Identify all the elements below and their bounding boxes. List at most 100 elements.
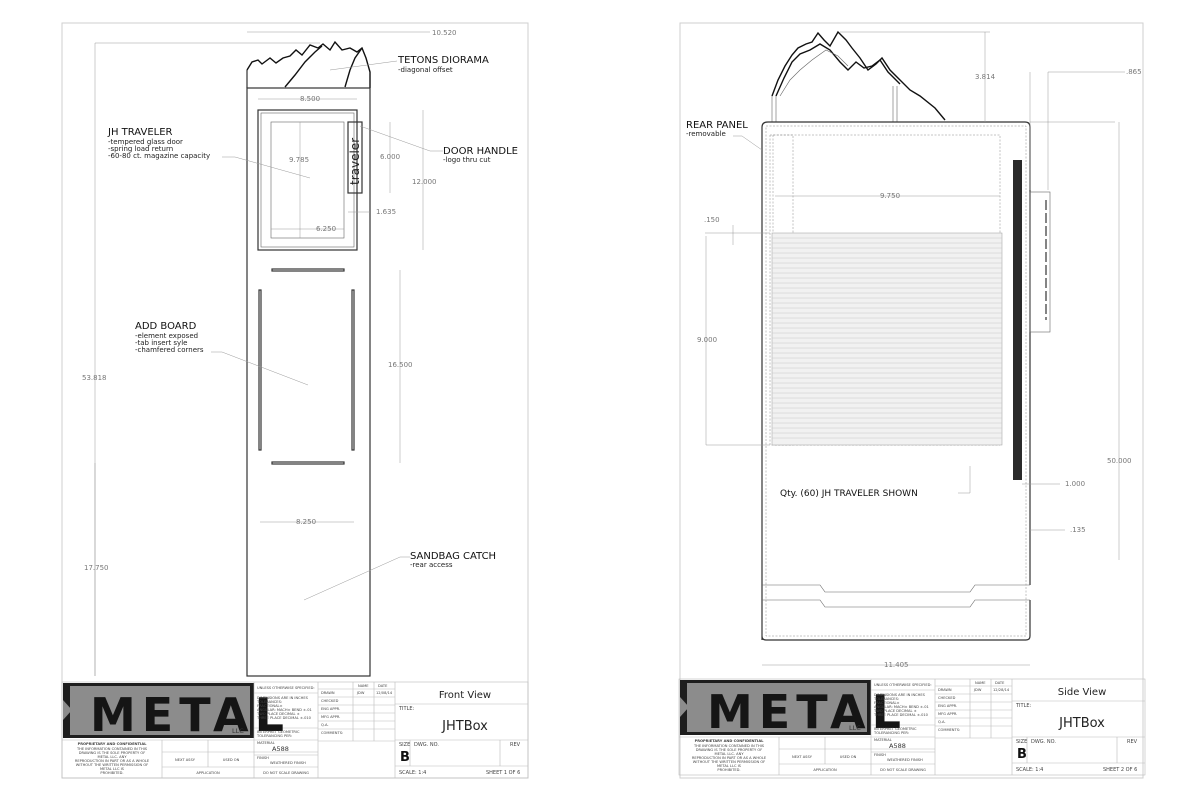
drawing-text: 10.520 (432, 29, 457, 37)
drawing-text: TETONS DIORAMA (397, 55, 489, 66)
drawing-text: DRAWING IS THE SOLE PROPERTY OF (696, 748, 763, 752)
drawing-text: TOLERANCES: (256, 700, 282, 704)
drawing-text: DRAWING IS THE SOLE PROPERTY OF (79, 751, 146, 755)
callout-tetons: TETONS DIORAMA -diagonal offset (329, 55, 489, 74)
drawing-text: REPRODUCTION IN PART OR AS A WHOLE (692, 756, 767, 760)
drawing-title: JHTBox (1058, 716, 1105, 731)
drawing-text: A588 (889, 742, 906, 750)
drawing-text: DWG. NO. (414, 742, 439, 748)
drawing-text: ENG APPR. (321, 707, 340, 711)
tetons-diorama-outline (246, 40, 371, 88)
drawing-text: DO NOT SCALE DRAWING (880, 768, 926, 772)
drawing-text: ENG APPR. (938, 704, 957, 708)
drawing-text: TWO PLACE DECIMAL ± (256, 712, 300, 716)
drawing-text: METAL LLC. ANY (97, 755, 127, 759)
metal-logo: METAL (90, 688, 290, 742)
drawing-text: -logo thru cut (443, 156, 491, 164)
drawing-text: APPLICATION (813, 768, 837, 772)
drawing-text: -tab insert syle (135, 339, 187, 347)
drawing-text: 53.818 (82, 374, 107, 382)
drawing-text: FRACTIONAL± (257, 704, 283, 708)
drawing-text: MATERIAL (874, 738, 892, 742)
drawing-text: FINISH (257, 756, 269, 760)
drawing-text: A588 (272, 745, 289, 753)
drawing-text: APPLICATION (196, 771, 220, 775)
drawing-text: 16.500 (388, 361, 413, 369)
drawing-text: WITHOUT THE WRITTEN PERMISSION OF (693, 760, 765, 764)
drawing-text: NAME (358, 684, 369, 688)
drawing-text: NEXT ASSY (175, 758, 196, 762)
drawing-text: REPRODUCTION IN PART OR AS A WHOLE (75, 759, 150, 763)
glass-door (257, 109, 358, 251)
callout-add-board: ADD BOARD -element exposed -tab insert s… (135, 321, 309, 386)
drawing-text: -spring load return (108, 145, 173, 153)
drawing-text: 9.750 (880, 192, 900, 200)
drawing-text: LLC (232, 727, 244, 735)
drawing-text: JDW (973, 688, 982, 692)
drawing-text: Qty. (60) JH TRAVELER SHOWN (780, 489, 918, 499)
drawing-text: TITLE: (1015, 703, 1032, 709)
drawing-text: -removable (686, 130, 726, 138)
drawing-text: DWG. NO. (1031, 739, 1056, 745)
mountain-ridge (344, 47, 363, 88)
drawing-text: LLC (849, 724, 861, 732)
title-block: METAL LLC PROPRIETARY AND CONFIDENTIAL T… (678, 678, 1146, 776)
view-name: Side View (1058, 687, 1107, 698)
handle-logo: traveler (348, 138, 362, 185)
drawing-text: DO NOT SCALE DRAWING (263, 771, 309, 775)
drawing-text: 8.250 (296, 518, 316, 526)
drawing-text: .865 (1126, 68, 1142, 76)
drawing-text: .150 (704, 216, 720, 224)
callout-rear-panel: REAR PANEL -removable (686, 120, 763, 151)
drawing-text: INTERPRET GEOMETRIC (257, 730, 300, 734)
drawing-text: -tempered glass door (108, 138, 183, 146)
drawing-text: 9.785 (289, 156, 309, 164)
drawing-text: TITLE: (398, 706, 415, 712)
kiosk-side-body (761, 121, 1031, 641)
drawing-text: DIMENSIONS ARE IN INCHES (874, 693, 926, 697)
drawing-text: ANGULAR: MACH± BEND ±.01 (874, 705, 929, 709)
callout-sandbag-catch: SANDBAG CATCH -rear access (303, 551, 496, 601)
drawing-text: -chamfered corners (135, 346, 204, 354)
magazine-stack (771, 232, 1003, 446)
drawing-text: 6.000 (380, 153, 400, 161)
drawing-text: MFG APPR. (938, 712, 957, 716)
door-spring-hinge (1013, 160, 1022, 480)
drawing-text: 8.500 (300, 95, 320, 103)
sheet-border (679, 22, 1144, 779)
callout-qty: Qty. (60) JH TRAVELER SHOWN (780, 466, 971, 499)
drawing-text: 9.000 (697, 336, 717, 344)
drawing-text: TOLERANCES: (873, 697, 899, 701)
drawing-text: SCALE: 1:4 (399, 770, 426, 776)
drawing-text: REV (510, 742, 521, 748)
mountain-ridge (284, 45, 323, 88)
drawing-text: 11.405 (884, 661, 909, 669)
metal-logo: METAL (707, 685, 907, 739)
drawing-text: USED ON (223, 758, 240, 762)
drawing-text: SIZE (1016, 739, 1027, 745)
sheet-front-view: traveler 10.520 53.818 8.500 9.785 6.000… (61, 22, 529, 779)
drawing-text: FRACTIONAL± (874, 701, 900, 705)
drawing-text: USED ON (840, 755, 857, 759)
drawing-text: MATERIAL (257, 741, 275, 745)
drawing-text: B (400, 750, 410, 765)
drawing-text: THE INFORMATION CONTAINED IN THIS (76, 747, 148, 751)
drawing-text: MFG APPR. (321, 715, 340, 719)
door-handle (347, 121, 363, 194)
drawing-text: SANDBAG CATCH (410, 551, 496, 562)
drawing-text: PROPRIETARY AND CONFIDENTIAL (78, 742, 148, 746)
drawing-text: CHECKED (321, 699, 339, 703)
title-block: METAL LLC PROPRIETARY AND CONFIDENTIAL T… (61, 681, 529, 779)
view-name: Front View (439, 690, 491, 701)
drawing-text: 50.000 (1107, 457, 1132, 465)
drawing-text: Q.A. (321, 723, 329, 727)
drawing-text: WITHOUT THE WRITTEN PERMISSION OF (76, 763, 148, 767)
drawing-text: -60-80 ct. magazine capacity (108, 152, 210, 160)
drawing-text: UNLESS OTHERWISE SPECIFIED: (257, 686, 315, 690)
drawing-text: 1.635 (376, 208, 396, 216)
drawing-text: NEXT ASSY (792, 755, 813, 759)
drawing-text: PROHIBITED. (717, 768, 740, 772)
tetons-diorama-profile (771, 30, 946, 122)
drawing-text: PROHIBITED. (100, 771, 123, 775)
